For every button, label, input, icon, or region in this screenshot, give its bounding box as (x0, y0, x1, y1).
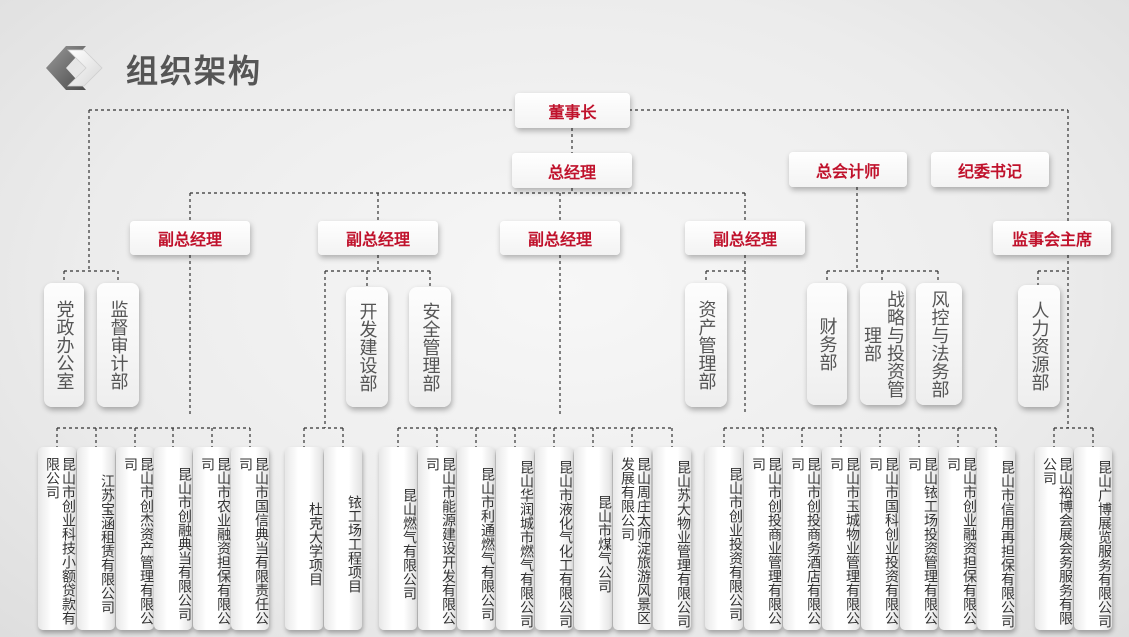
company-box: 昆山市信用再担保有限公司 (977, 447, 1015, 630)
company-box: 昆山市能源建设开发有限公司 (418, 447, 456, 630)
company-box: 昆山市创业科技小额贷款有限公司 (38, 447, 76, 630)
dept-risk-legal: 风控与法务部 (916, 283, 962, 405)
diamond-chevron-icon (46, 46, 103, 90)
company-box: 昆山周庄太师淀旅游风景区发展有限公司 (613, 447, 651, 630)
dept-safety: 安全管理部 (409, 287, 451, 407)
discipline-secretary-box: 纪委书记 (931, 152, 1049, 187)
dept-party-office: 党政办公室 (44, 283, 84, 407)
supervisory-chair-box: 监事会主席 (993, 221, 1111, 255)
company-box: 昆山市利通燃气有限公司 (457, 447, 495, 630)
company-box: 昆山市创融典当有限公司 (154, 447, 192, 630)
company-box: 昆山市玉城物业管理有限公司 (822, 447, 860, 630)
dept-asset-management: 资产管理部 (685, 283, 727, 407)
company-box: 昆山市煤气公司 (574, 447, 612, 630)
dept-development: 开发建设部 (346, 287, 388, 407)
company-box: 昆山市液化气化工有限公司 (535, 447, 573, 630)
company-box: 昆山燃气有限公司 (379, 447, 417, 630)
company-box: 昆山市创投商业管理有限公司 (744, 447, 782, 630)
company-box: 昆山裕博会展会务服务有限公司 (1035, 447, 1073, 630)
dept-finance: 财务部 (807, 283, 847, 405)
vice-gm-box-2: 副总经理 (318, 221, 438, 255)
vice-gm-box-4: 副总经理 (685, 221, 805, 255)
company-box: 昆山华润城市燃气有限公司 (496, 447, 534, 630)
chairman-box: 董事长 (515, 93, 630, 128)
chief-accountant-box: 总会计师 (789, 152, 907, 187)
company-box: 江苏宝涵租赁有限公司 (77, 447, 115, 630)
page-title: 组织架构 (126, 52, 263, 90)
dept-strategy-investment: 战略与投资管理部 (860, 283, 906, 405)
company-box: 昆山市国信典当有限责任公司 (231, 447, 269, 630)
general-manager-box: 总经理 (512, 153, 632, 188)
vice-gm-box-3: 副总经理 (500, 221, 620, 255)
vice-gm-box-1: 副总经理 (130, 221, 250, 255)
company-box: 杜克大学项目 (285, 447, 323, 630)
company-box: 昆山广博展览服务有限公司 (1074, 447, 1112, 630)
company-box: 铱工场工程项目 (324, 447, 362, 630)
dept-audit: 监督审计部 (97, 283, 139, 407)
company-box: 昆山市创业融资担保有限公司 (939, 447, 977, 630)
company-box: 昆山市创投商务酒店有限公司 (783, 447, 821, 630)
dept-hr: 人力资源部 (1018, 285, 1060, 407)
company-box: 昆山市创业投资有限公司 (705, 447, 743, 630)
company-box: 昆山铱工场投资管理有限公司 (900, 447, 938, 630)
company-box: 昆山市国科创业投资有限公司 (861, 447, 899, 630)
company-box: 昆山市农业融资担保有限公司 (193, 447, 231, 630)
company-box: 昆山市创杰资产管理有限公司 (116, 447, 154, 630)
company-box: 昆山苏大物业管理有限公司 (653, 447, 691, 630)
